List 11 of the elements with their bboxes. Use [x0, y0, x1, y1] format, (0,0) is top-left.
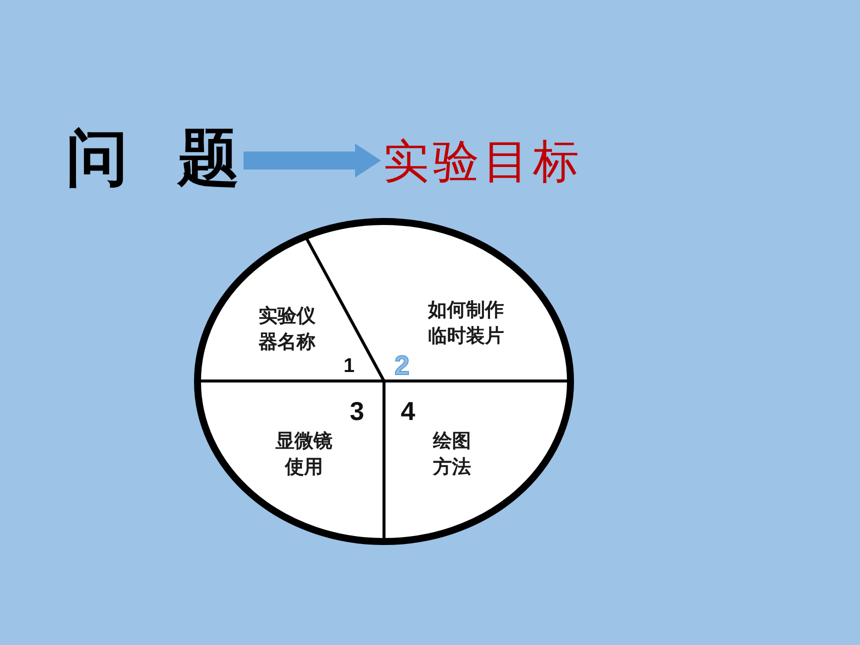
sector-number: 4 — [400, 398, 416, 424]
pie-circle — [194, 218, 574, 545]
sector-label: 实验仪器名称 — [258, 304, 316, 355]
question-heading: 问 题 — [66, 122, 240, 196]
sector-label: 如何制作临时装片 — [426, 299, 505, 349]
sector-number: 3 — [350, 398, 364, 424]
sector-label: 绘图方法 — [432, 430, 472, 480]
sector-number: 1 — [343, 356, 355, 376]
sector-label: 显微镜使用 — [274, 430, 334, 480]
goal-heading: 实验目标 — [383, 134, 583, 190]
sector-number: 2 — [394, 352, 410, 380]
